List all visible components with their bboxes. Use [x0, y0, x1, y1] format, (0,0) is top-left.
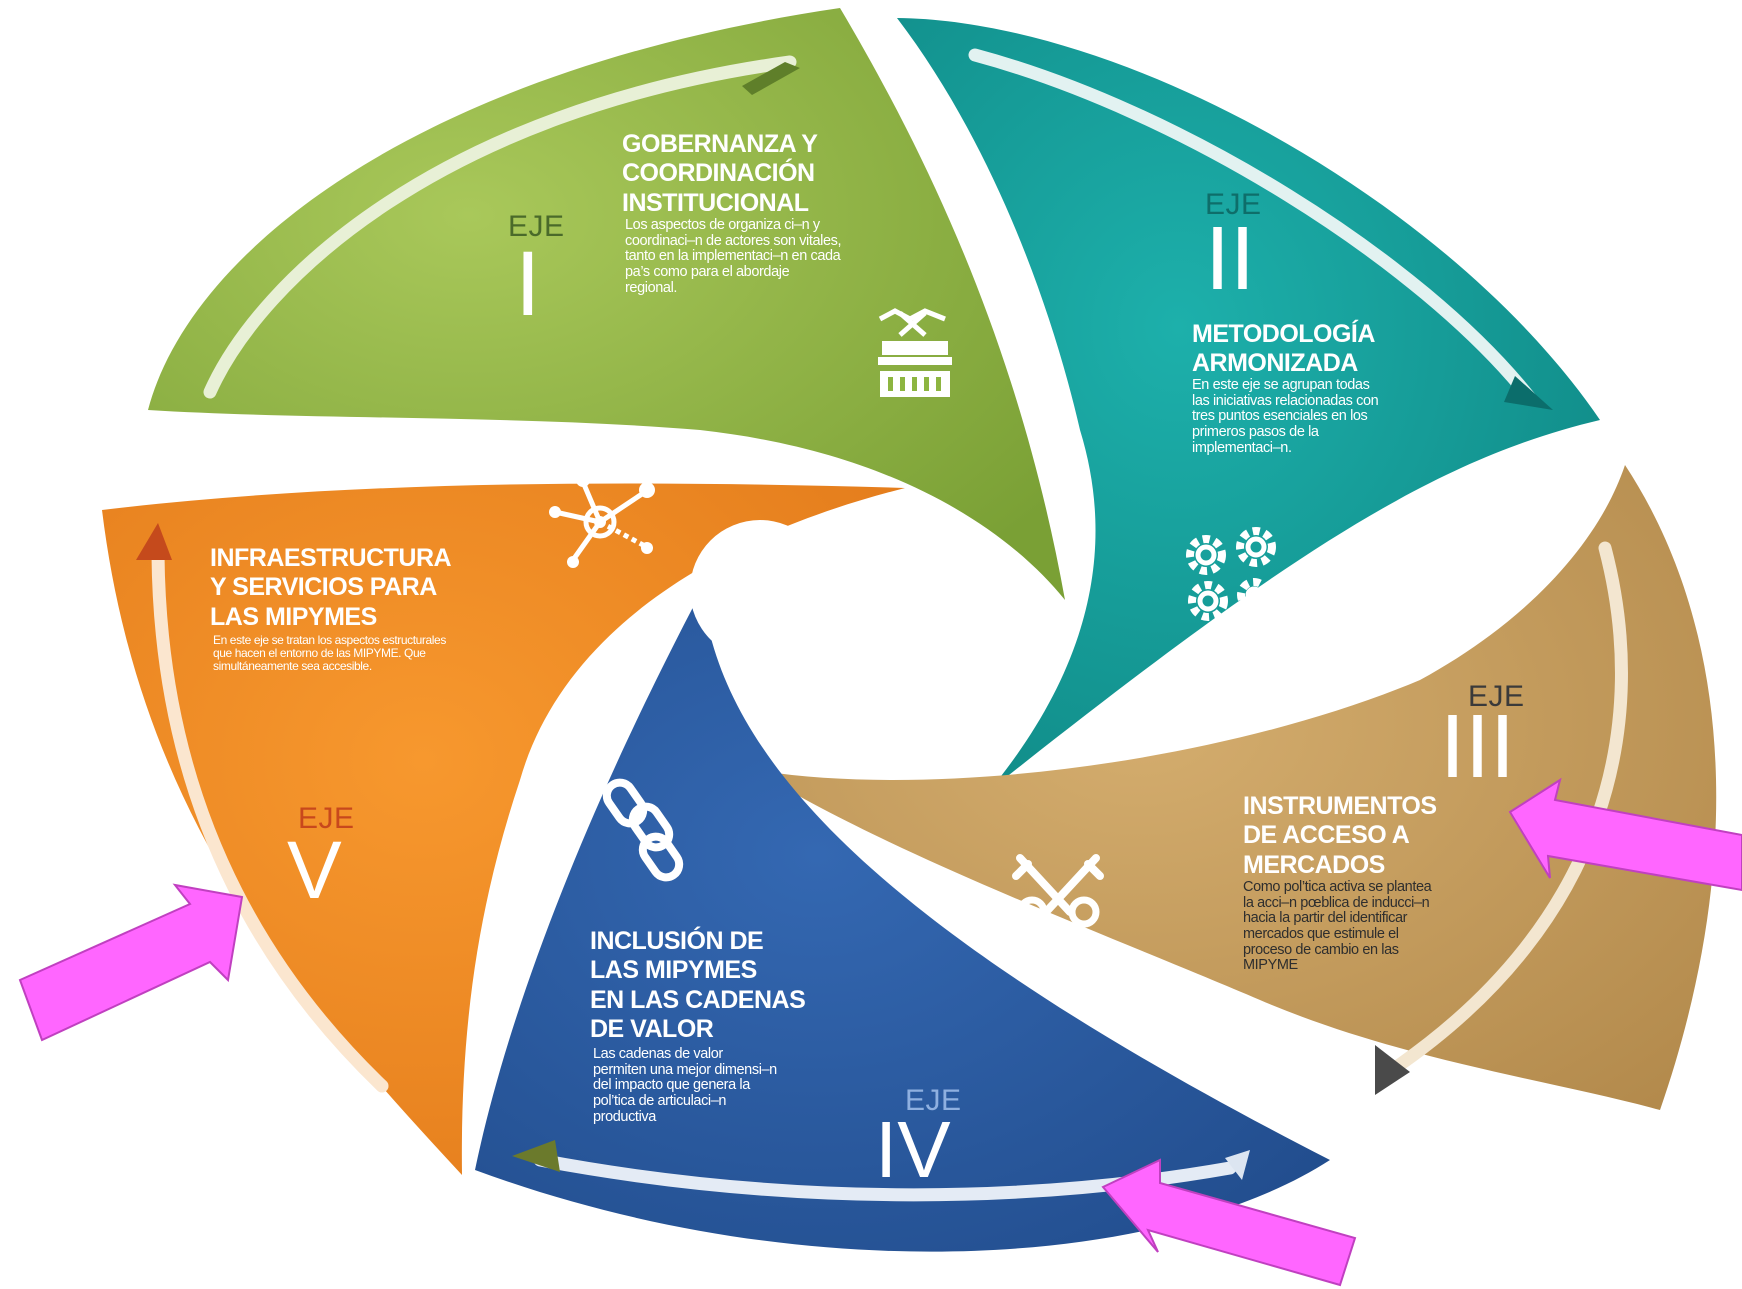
eje-i-title-line: INSTITUCIONAL	[622, 188, 809, 217]
eje-i-title-line: GOBERNANZA Y	[622, 130, 818, 158]
eje-iv-title-line: LAS MIPYMES	[590, 956, 757, 985]
eje-ii-title-line: METODOLOGÍA	[1192, 320, 1375, 348]
eje-iv-title-line: INCLUSIÓN DE	[590, 927, 764, 955]
eje-ii-title: METODOLOGÍA ARMONIZADA	[1192, 320, 1375, 379]
keys-icon	[1012, 854, 1104, 928]
eje-iv-label: EJE	[905, 1084, 962, 1117]
chain-icon	[602, 778, 684, 882]
band-eje-i	[203, 55, 797, 399]
eje-i-label: EJE	[508, 210, 565, 243]
blade-eje-i	[148, 8, 1065, 600]
network-icon	[549, 473, 655, 568]
eje-i-title: GOBERNANZA Y COORDINACIÓN INSTITUCIONAL	[622, 130, 818, 218]
eje-iv-title-line: DE VALOR	[590, 1014, 714, 1043]
eje-v-title-line: INFRAESTRUCTURA	[210, 544, 452, 572]
eje-v-title: INFRAESTRUCTURA Y SERVICIOS PARA LAS MIP…	[210, 544, 452, 632]
band-arrowhead-eje-i	[742, 62, 800, 95]
eje-ii-numeral: II	[1205, 209, 1256, 309]
band-arrowhead-eje-ii	[1504, 376, 1553, 410]
eje-ii-description: En este eje se agrupan todas las iniciat…	[1192, 377, 1379, 456]
eje-v-description: En este eje se tratan los aspectos estru…	[213, 633, 446, 673]
eje-iv-numeral: IV	[875, 1105, 951, 1194]
eje-iii-numeral: III	[1440, 697, 1516, 797]
crown-icon	[878, 308, 952, 397]
eje-iii-title-line: MERCADOS	[1243, 850, 1385, 879]
eje-ii-title-line: ARMONIZADA	[1192, 349, 1358, 378]
band-eje-ii	[968, 48, 1537, 405]
band-arrowhead-eje-v	[136, 523, 172, 560]
center-hub	[690, 520, 830, 660]
eje-iii-title-line: DE ACCESO A	[1243, 821, 1410, 850]
blade-eje-ii	[897, 18, 1600, 790]
pointer-arrow-eje-v	[18, 883, 244, 1042]
eje-ii-label: EJE	[1205, 188, 1262, 221]
pointer-arrow-eje-iii	[1508, 777, 1742, 892]
band-eje-v	[151, 548, 389, 1093]
gears-icon	[1186, 527, 1276, 621]
eje-v-numeral: V	[287, 825, 342, 916]
eje-iv-title-line: EN LAS CADENAS	[590, 985, 806, 1014]
eje-i-numeral: I	[515, 233, 541, 335]
eje-v-label: EJE	[298, 802, 355, 835]
eje-v-title-line: Y SERVICIOS PARA	[210, 573, 437, 602]
eje-iii-description: Como pol’tica activa se plantea la acci–…	[1243, 879, 1432, 974]
eje-iv-description: Las cadenas de valor permiten una mejor …	[593, 1046, 777, 1125]
blade-eje-iv	[475, 590, 1330, 1252]
band-arrowhead-eje-iv	[512, 1140, 560, 1172]
eje-i-title-line: COORDINACIÓN	[622, 159, 815, 188]
blade-eje-iii	[755, 465, 1717, 1110]
eje-iii-title: INSTRUMENTOS DE ACCESO A MERCADOS	[1243, 792, 1437, 880]
eje-iii-label: EJE	[1468, 680, 1525, 713]
band-tail-eje-iv	[1225, 1150, 1250, 1180]
eje-i-description: Los aspectos de organiza ci–n y coordina…	[625, 217, 842, 296]
eje-iv-title: INCLUSIÓN DE LAS MIPYMES EN LAS CADENAS …	[590, 927, 806, 1044]
pointer-arrow-eje-iv	[1101, 1158, 1357, 1287]
band-arrowhead-eje-iii	[1375, 1045, 1410, 1095]
blade-eje-v	[102, 483, 905, 1175]
eje-iii-title-line: INSTRUMENTOS	[1243, 792, 1437, 820]
eje-v-title-line: LAS MIPYMES	[210, 602, 377, 631]
